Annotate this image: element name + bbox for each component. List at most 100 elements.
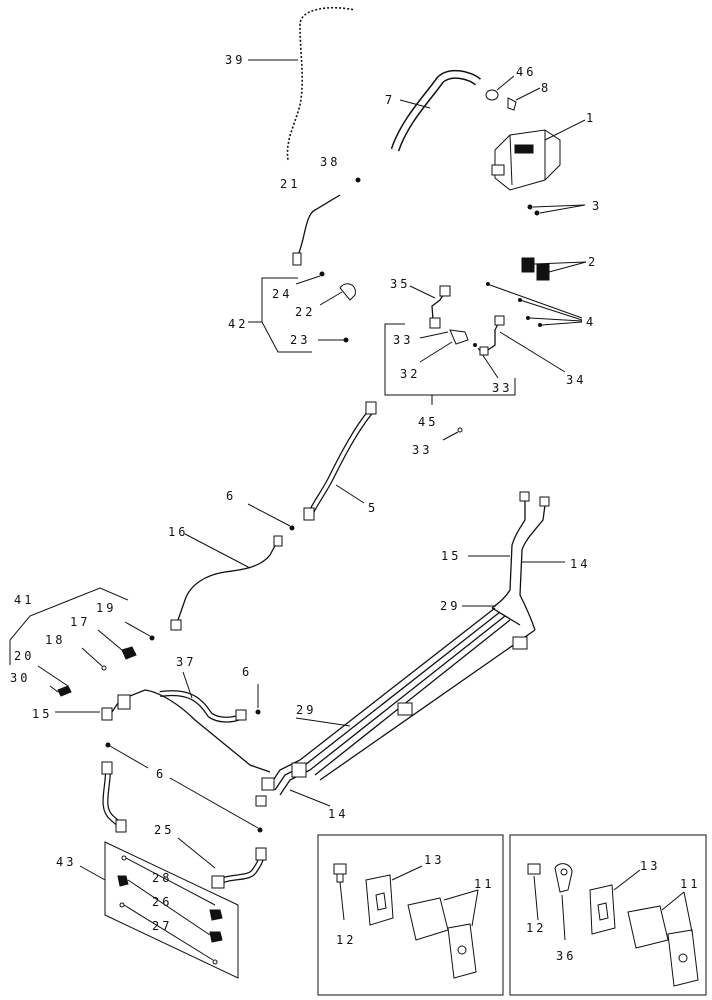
tube-part	[297, 194, 341, 256]
leader-line	[613, 869, 641, 891]
callout-19: 19	[96, 601, 116, 615]
callout-11: 11	[680, 877, 700, 891]
o-ring-part	[105, 742, 111, 748]
o-ring-part	[473, 343, 477, 347]
leader-line	[182, 671, 193, 699]
leader-line	[295, 275, 321, 285]
tee-fitting-part	[449, 329, 469, 345]
leader-line	[419, 341, 453, 363]
fitting-part	[121, 646, 137, 660]
fitting-part	[303, 507, 315, 521]
leader-line	[519, 299, 583, 321]
leader-line	[471, 889, 479, 927]
fitting-part	[117, 875, 129, 887]
inset-clamp-assembly-right	[509, 834, 707, 996]
group-bracket	[384, 323, 516, 396]
fitting-part	[521, 257, 550, 281]
callout-12: 12	[336, 933, 356, 947]
callout-6: 6	[242, 665, 252, 679]
leader-line	[37, 665, 69, 687]
leader-line	[496, 75, 515, 91]
fitting-part	[101, 761, 113, 775]
callout-2: 2	[588, 255, 598, 269]
leader-line	[399, 99, 431, 109]
callout-1: 1	[586, 111, 596, 125]
fitting-part	[170, 619, 182, 631]
leader-line	[683, 891, 693, 933]
fitting-part	[365, 401, 377, 415]
callout-33: 33	[412, 443, 432, 457]
leader-line	[532, 204, 586, 208]
callout-3: 3	[592, 199, 602, 213]
callout-32: 32	[400, 367, 420, 381]
leader-line	[289, 789, 331, 807]
o-ring-part	[526, 316, 530, 320]
clamp-part	[339, 283, 356, 301]
coiled-hose-part	[285, 6, 356, 161]
leader-line	[124, 621, 151, 637]
leader-line	[125, 857, 216, 906]
callout-20: 20	[14, 649, 34, 663]
callout-6: 6	[226, 489, 236, 503]
leader-line	[443, 889, 479, 901]
leader-line	[539, 204, 586, 214]
leader-line	[515, 87, 541, 101]
callout-27: 27	[152, 919, 172, 933]
leader-line	[529, 317, 583, 322]
fitting-part	[209, 909, 223, 921]
o-ring-part	[257, 827, 263, 833]
callout-14: 14	[570, 557, 590, 571]
washer-part	[534, 210, 540, 216]
callout-16: 16	[168, 525, 188, 539]
leader-line	[319, 291, 343, 306]
callout-37: 37	[176, 655, 196, 669]
callout-33: 33	[393, 333, 413, 347]
group-bracket	[9, 587, 129, 665]
fitting-part	[115, 819, 127, 833]
callout-28: 28	[152, 871, 172, 885]
leader-line	[442, 431, 459, 441]
o-ring-part	[538, 323, 542, 327]
o-ring-part	[457, 427, 463, 433]
tube-part	[109, 689, 271, 773]
fitting-part	[343, 337, 349, 343]
fitting-part	[479, 346, 489, 356]
leader-line	[561, 894, 566, 941]
leader-line	[541, 321, 583, 326]
callout-42: 42	[228, 317, 248, 331]
callout-18: 18	[45, 633, 65, 647]
callout-34: 34	[566, 373, 586, 387]
o-ring-part	[486, 282, 490, 286]
leader-line	[79, 865, 106, 881]
leader-line	[184, 533, 251, 569]
o-ring-part	[119, 902, 125, 908]
hose-part	[390, 69, 481, 152]
leader-line	[81, 647, 103, 667]
callout-4: 4	[586, 315, 596, 329]
callout-45: 45	[418, 415, 438, 429]
fitting-part	[101, 707, 113, 721]
o-ring-part	[101, 665, 107, 671]
clamp-part	[117, 694, 131, 710]
leader-line	[533, 261, 587, 265]
callout-30: 30	[10, 671, 30, 685]
fitting-part	[507, 97, 517, 111]
fitting-part	[273, 535, 283, 547]
callout-13: 13	[424, 853, 444, 867]
hose-part	[159, 690, 244, 723]
o-ring-part	[149, 635, 155, 641]
leader-line	[544, 119, 586, 141]
leader-line	[127, 879, 211, 936]
callout-38: 38	[320, 155, 340, 169]
callout-8: 8	[541, 81, 551, 95]
callout-33: 33	[492, 381, 512, 395]
tube-part	[177, 539, 279, 621]
callout-35: 35	[390, 277, 410, 291]
callout-6: 6	[156, 767, 166, 781]
o-ring-part	[255, 709, 261, 715]
leader-line	[661, 891, 685, 911]
leader-line	[419, 331, 449, 339]
fitting-part	[235, 709, 247, 721]
leader-line	[489, 284, 583, 319]
